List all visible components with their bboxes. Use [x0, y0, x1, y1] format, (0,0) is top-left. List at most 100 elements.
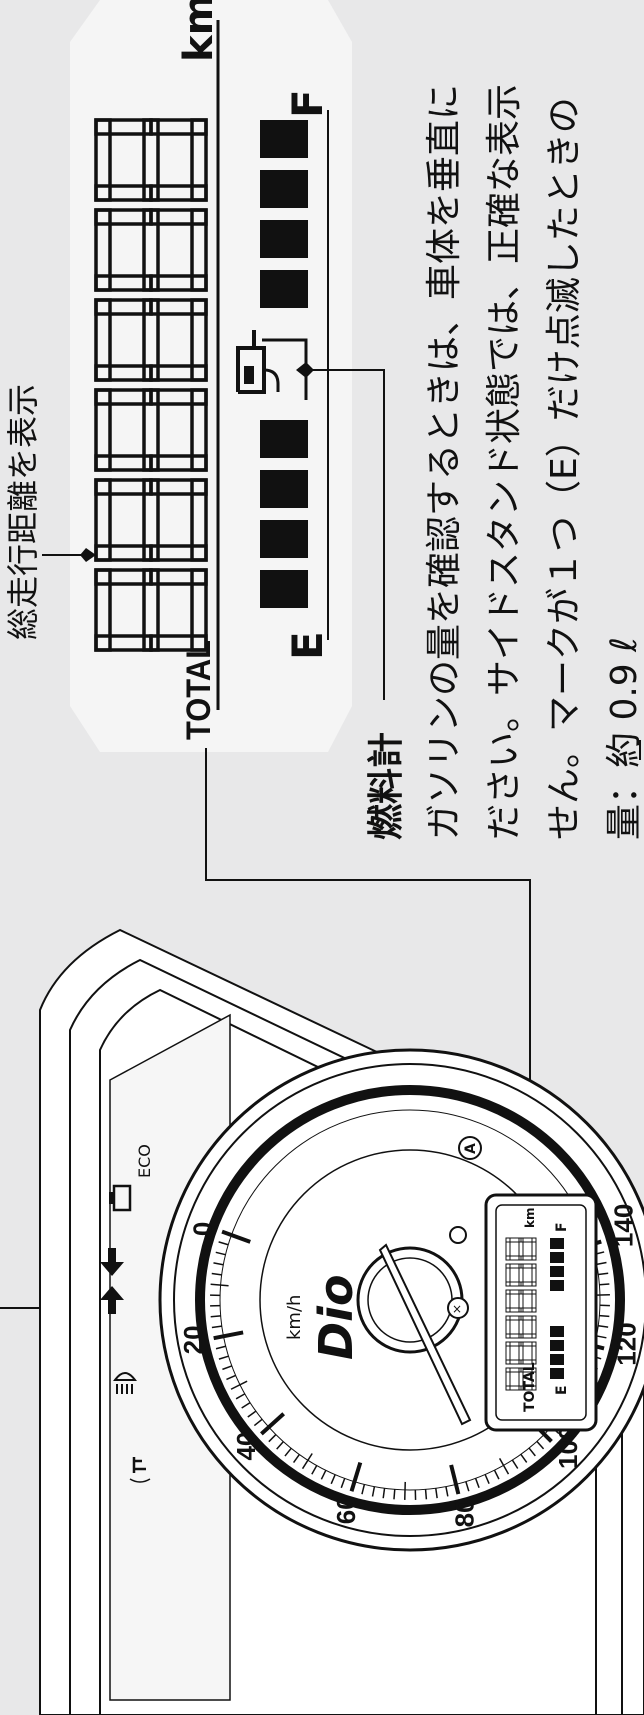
speedo-number: 40: [231, 1432, 261, 1461]
speedo-numbers: 0 20 40 60 80 100 120 140: [178, 1204, 641, 1528]
speedo-tick: [361, 1484, 366, 1495]
speedo-number: 60: [331, 1495, 361, 1524]
speedo-tick: [311, 1465, 318, 1475]
svg-text:×: ×: [452, 1302, 462, 1316]
speedo-tick: [215, 1345, 226, 1350]
speedo-tick: [235, 1393, 246, 1400]
lcd-digit: [505, 1289, 537, 1313]
mini-lcd: [484, 1193, 598, 1432]
speedo-tick: [247, 1410, 257, 1418]
speedo-tick: [528, 1447, 536, 1457]
mini-lcd-km: km: [523, 1208, 537, 1228]
speedo-number: 0: [187, 1222, 217, 1236]
dio-logo: Dio: [309, 1274, 363, 1360]
speedo-tick: [222, 1365, 233, 1371]
speed-unit: km/h: [284, 1295, 305, 1340]
speedo-tick: [596, 1261, 607, 1266]
speedo-number: 140: [608, 1204, 638, 1247]
lcd-digit: [505, 1315, 537, 1339]
speedo-tick: [511, 1459, 519, 1469]
speedo-number: 100: [553, 1426, 583, 1469]
speedo-tick: [284, 1447, 292, 1457]
speedo-tick: [210, 1283, 229, 1287]
speedo-tick: [474, 1478, 480, 1488]
speedo-tick: [253, 1418, 263, 1427]
fuel-gauge-line-3: せん。マークが１つ（E）だけ点滅したときの: [544, 97, 585, 840]
eco-indicator: ECO: [135, 1144, 154, 1178]
idle-stop-icon: [458, 1136, 482, 1160]
odometer-caption: 総走行距離を表示: [4, 384, 42, 640]
lcd-digit: [94, 568, 208, 652]
speedo-tick: [320, 1470, 327, 1480]
speedo-needle: [378, 1243, 472, 1426]
fuel-empty-label: E: [283, 631, 332, 660]
fuel-gauge-title: 燃料計: [366, 732, 407, 840]
speedo-tick: [493, 1469, 500, 1480]
lcd-total-label: TOTAL: [180, 640, 218, 740]
indicator-lamp: [449, 1226, 467, 1244]
speedo-tick: [520, 1453, 528, 1463]
lcd-digit: [94, 478, 208, 562]
clock-set-icon: [447, 1297, 469, 1319]
speedo-tick: [382, 1488, 386, 1499]
mini-lcd-full: F: [554, 1222, 570, 1232]
speedo-tick: [424, 1489, 428, 1500]
speedo-tick: [598, 1272, 609, 1276]
engine-check-icon: [109, 1184, 132, 1212]
speedo-tick: [465, 1481, 470, 1492]
speedo-number: 120: [611, 1322, 641, 1365]
lcd-digit: [505, 1263, 537, 1287]
mini-lcd-total: TOTAL: [522, 1362, 538, 1412]
speedo-tick: [215, 1251, 226, 1256]
lcd-digit: [94, 118, 208, 202]
immobilizer-icon: [129, 1457, 151, 1483]
speedo-tick: [371, 1486, 376, 1497]
fuel-gauge-description: 燃料計 ガソリンの量を確認するときは、車体を垂直に ださい。サイドスタンド状態で…: [366, 84, 644, 840]
speedo-tick: [596, 1335, 607, 1339]
fuel-gauge-line-1: ガソリンの量を確認するときは、車体を垂直に: [424, 84, 465, 840]
speedo-tick: [435, 1488, 438, 1499]
speedo-tick: [498, 1458, 510, 1475]
mini-fuel-bars: [550, 1238, 564, 1379]
speedo-tick: [260, 1412, 286, 1436]
lcd-digit: [505, 1341, 537, 1365]
speedo-tick: [449, 1464, 461, 1495]
fuel-gauge-line-2: ださい。サイドスタンド状態では、正確な表示: [484, 84, 525, 840]
speedo-tick: [349, 1461, 363, 1492]
lcd-closeup-panel: TOTAL km E F: [70, 0, 352, 752]
speedo-ticks: [210, 1229, 610, 1500]
speedo-tick: [330, 1474, 336, 1485]
lcd-digit: [505, 1237, 537, 1261]
headlight-high-beam-icon: [113, 1372, 137, 1394]
turn-signal-right-icon: [100, 1248, 124, 1276]
speedo-tick: [393, 1489, 396, 1500]
speedo-tick: [218, 1355, 229, 1360]
idle-stop-label: A: [463, 1143, 479, 1154]
speedo-tick: [292, 1454, 301, 1464]
fuel-pump-icon: [236, 330, 280, 394]
speedo-number: 20: [178, 1325, 208, 1354]
speedo-tick: [268, 1434, 277, 1443]
speedo-tick: [598, 1325, 609, 1328]
lcd-digit: [94, 208, 208, 292]
lcd-digit: [94, 388, 208, 472]
speedo-tick: [276, 1441, 284, 1450]
lcd-digit: [505, 1367, 537, 1391]
meter-cluster: 0 20 40 60 80 100 120 140 km/h Dio × A TOTAL km…: [39, 928, 644, 1715]
speedo-tick: [599, 1314, 610, 1318]
lcd-digit: [94, 298, 208, 382]
speedo-tick: [226, 1374, 236, 1381]
fuel-gauge-line-4: 量：約 0.9 ℓ: [604, 637, 644, 840]
fuel-gauge-bars: [260, 120, 308, 608]
fuel-full-label: F: [283, 89, 332, 118]
speedo-tick: [536, 1440, 545, 1450]
mini-lcd-empty: E: [554, 1385, 570, 1395]
speedo-tick: [445, 1486, 449, 1497]
speedo-number: 80: [450, 1498, 480, 1527]
speedo-tick: [221, 1229, 251, 1244]
speedo-tick: [213, 1262, 224, 1266]
speedo-tick: [599, 1283, 610, 1286]
lcd-km-unit: km: [176, 0, 222, 62]
speedo-tick: [210, 1315, 221, 1318]
